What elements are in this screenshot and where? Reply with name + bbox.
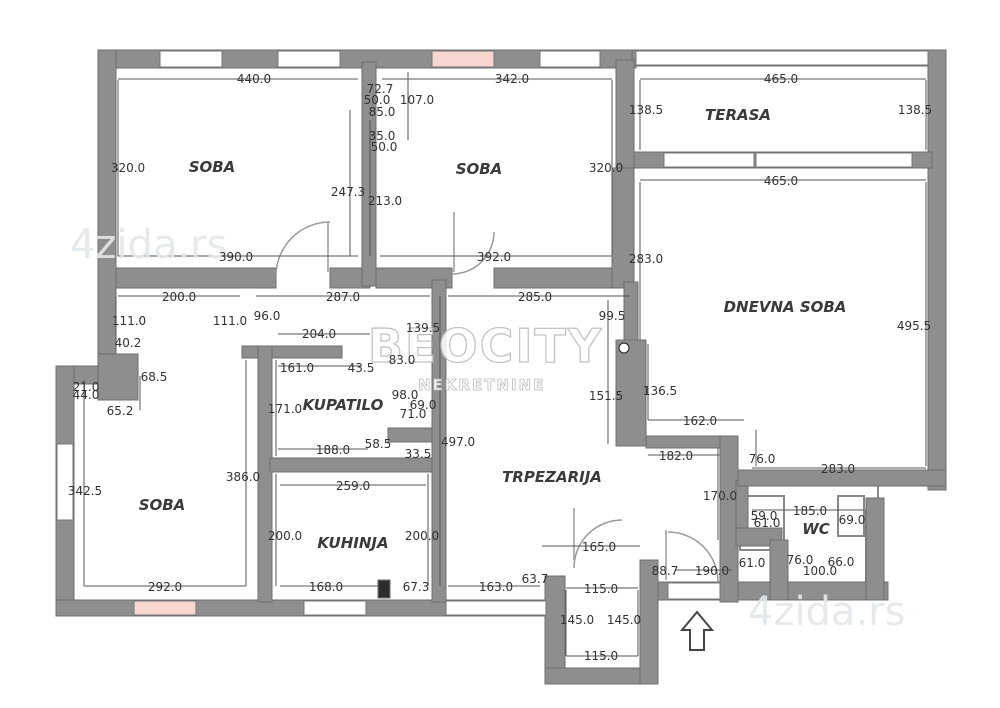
dimension-label: 67.3 bbox=[403, 580, 430, 594]
doors bbox=[275, 212, 719, 583]
dimension-label: 111.0 bbox=[112, 314, 146, 328]
room-label-trpezarija: TRPEZARIJA bbox=[502, 468, 602, 486]
dimension-label: 287.0 bbox=[326, 290, 360, 304]
room-label-soba-1: SOBA bbox=[189, 158, 236, 176]
dimension-label: 115.0 bbox=[584, 582, 618, 596]
dimension-label: 342.5 bbox=[68, 484, 102, 498]
watermark-site-bottom: 4zida.rs bbox=[748, 589, 905, 635]
dimension-label: 50.0 bbox=[364, 93, 391, 107]
dimension-label: 392.0 bbox=[477, 250, 511, 264]
dimension-label: 83.0 bbox=[389, 353, 416, 367]
dimension-label: 69.0 bbox=[410, 398, 437, 412]
dimension-label: 145.0 bbox=[560, 613, 594, 627]
dimension-label: 168.0 bbox=[309, 580, 343, 594]
dimension-label: 292.0 bbox=[148, 580, 182, 594]
dimension-label: 188.0 bbox=[316, 443, 350, 457]
dimension-label: 465.0 bbox=[764, 72, 798, 86]
dimension-label: 88.7 bbox=[652, 564, 679, 578]
dimension-label: 204.0 bbox=[302, 327, 336, 341]
dimension-label: 96.0 bbox=[254, 309, 281, 323]
room-label-soba-3: SOBA bbox=[139, 496, 186, 514]
dimension-label: 99.5 bbox=[599, 309, 626, 323]
dimension-label: 139.5 bbox=[406, 321, 440, 335]
dimension-label: 107.0 bbox=[400, 93, 434, 107]
dimension-label: 386.0 bbox=[226, 470, 260, 484]
dimension-label: 65.2 bbox=[107, 404, 134, 418]
dimension-label: 200.0 bbox=[162, 290, 196, 304]
dimension-label: 85.0 bbox=[369, 105, 396, 119]
dimension-label: 66.0 bbox=[828, 555, 855, 569]
dimension-label: 43.5 bbox=[348, 361, 375, 375]
dimension-label: 138.5 bbox=[898, 103, 932, 117]
dimension-label: 342.0 bbox=[495, 72, 529, 86]
dimension-label: 259.0 bbox=[336, 479, 370, 493]
dimension-label: 138.5 bbox=[629, 103, 663, 117]
room-labels: SOBA SOBA TERASA DNEVNA SOBA KUPATILO TR… bbox=[139, 106, 847, 552]
dimension-label: 163.0 bbox=[479, 580, 513, 594]
dimension-label: 283.0 bbox=[629, 252, 663, 266]
dimension-label: 100.0 bbox=[803, 564, 837, 578]
dimension-label: 50.0 bbox=[371, 140, 398, 154]
watermark-brand: BEOCITY bbox=[368, 319, 603, 373]
dimension-label: 61.0 bbox=[739, 556, 766, 570]
room-label-kuhinja: KUHINJA bbox=[317, 534, 388, 552]
dimension-label: 40.2 bbox=[115, 336, 142, 350]
dimension-label: 162.0 bbox=[683, 414, 717, 428]
dimension-label: 98.0 bbox=[392, 388, 419, 402]
dimension-label: 200.0 bbox=[268, 529, 302, 543]
dimension-label: 285.0 bbox=[518, 290, 552, 304]
room-label-kupatilo: KUPATILO bbox=[303, 396, 384, 414]
dimension-label: 190.0 bbox=[695, 564, 729, 578]
dimension-labels: 440.0 342.0 465.0 465.0 138.5 138.5 72.7… bbox=[68, 72, 932, 663]
dimension-label: 115.0 bbox=[584, 649, 618, 663]
dimension-label: 33.5 bbox=[405, 447, 432, 461]
dimension-label: 69.0 bbox=[839, 513, 866, 527]
dimension-label: 44.0 bbox=[73, 388, 100, 402]
dimension-label: 76.0 bbox=[787, 553, 814, 567]
dimension-label: 170.0 bbox=[703, 489, 737, 503]
room-label-terasa: TERASA bbox=[705, 106, 771, 124]
dimension-label: 182.0 bbox=[659, 449, 693, 463]
dimension-label: 21.0 bbox=[73, 380, 100, 394]
dimension-label: 495.5 bbox=[897, 319, 931, 333]
dimension-label: 247.3 bbox=[331, 185, 365, 199]
dimension-label: 465.0 bbox=[764, 174, 798, 188]
dimension-label: 390.0 bbox=[219, 250, 253, 264]
watermark-site-top: 4zida.rs bbox=[70, 222, 227, 268]
dimension-label: 68.5 bbox=[141, 370, 168, 384]
dimension-label: 61.0 bbox=[754, 516, 781, 530]
dimension-label: 71.0 bbox=[400, 407, 427, 421]
dimension-lines bbox=[83, 72, 927, 657]
dimension-label: 283.0 bbox=[821, 462, 855, 476]
dimension-label: 213.0 bbox=[368, 194, 402, 208]
entrance-arrow-icon bbox=[679, 610, 715, 651]
dimension-label: 440.0 bbox=[237, 72, 271, 86]
dimension-label: 145.0 bbox=[607, 613, 641, 627]
room-label-soba-2: SOBA bbox=[456, 160, 503, 178]
dimension-label: 320.0 bbox=[589, 161, 623, 175]
column-icon bbox=[618, 342, 630, 354]
dimension-label: 185.0 bbox=[793, 504, 827, 518]
dimension-label: 200.0 bbox=[405, 529, 439, 543]
dimension-label: 76.0 bbox=[749, 452, 776, 466]
windows bbox=[56, 50, 929, 616]
dimension-label: 136.5 bbox=[643, 384, 677, 398]
dimension-label: 111.0 bbox=[213, 314, 247, 328]
dimension-label: 35.0 bbox=[369, 129, 396, 143]
dimension-label: 151.5 bbox=[589, 389, 623, 403]
room-label-dnevna-soba: DNEVNA SOBA bbox=[724, 298, 847, 316]
dimension-label: 58.5 bbox=[365, 437, 392, 451]
dimension-label: 171.0 bbox=[268, 402, 302, 416]
dimension-label: 59.0 bbox=[751, 509, 778, 523]
dimension-label: 161.0 bbox=[280, 361, 314, 375]
dimension-label: 165.0 bbox=[582, 540, 616, 554]
dimension-label: 497.0 bbox=[441, 435, 475, 449]
watermark-subtitle: NEKRETNINE bbox=[418, 376, 545, 394]
dimension-label: 72.7 bbox=[367, 82, 394, 96]
dimension-label: 63.7 bbox=[522, 572, 549, 586]
dimension-label: 320.0 bbox=[111, 161, 145, 175]
watermark: 4zida.rs 4zida.rs BEOCITY NEKRETNINE bbox=[70, 222, 905, 635]
room-label-wc: WC bbox=[802, 520, 830, 538]
